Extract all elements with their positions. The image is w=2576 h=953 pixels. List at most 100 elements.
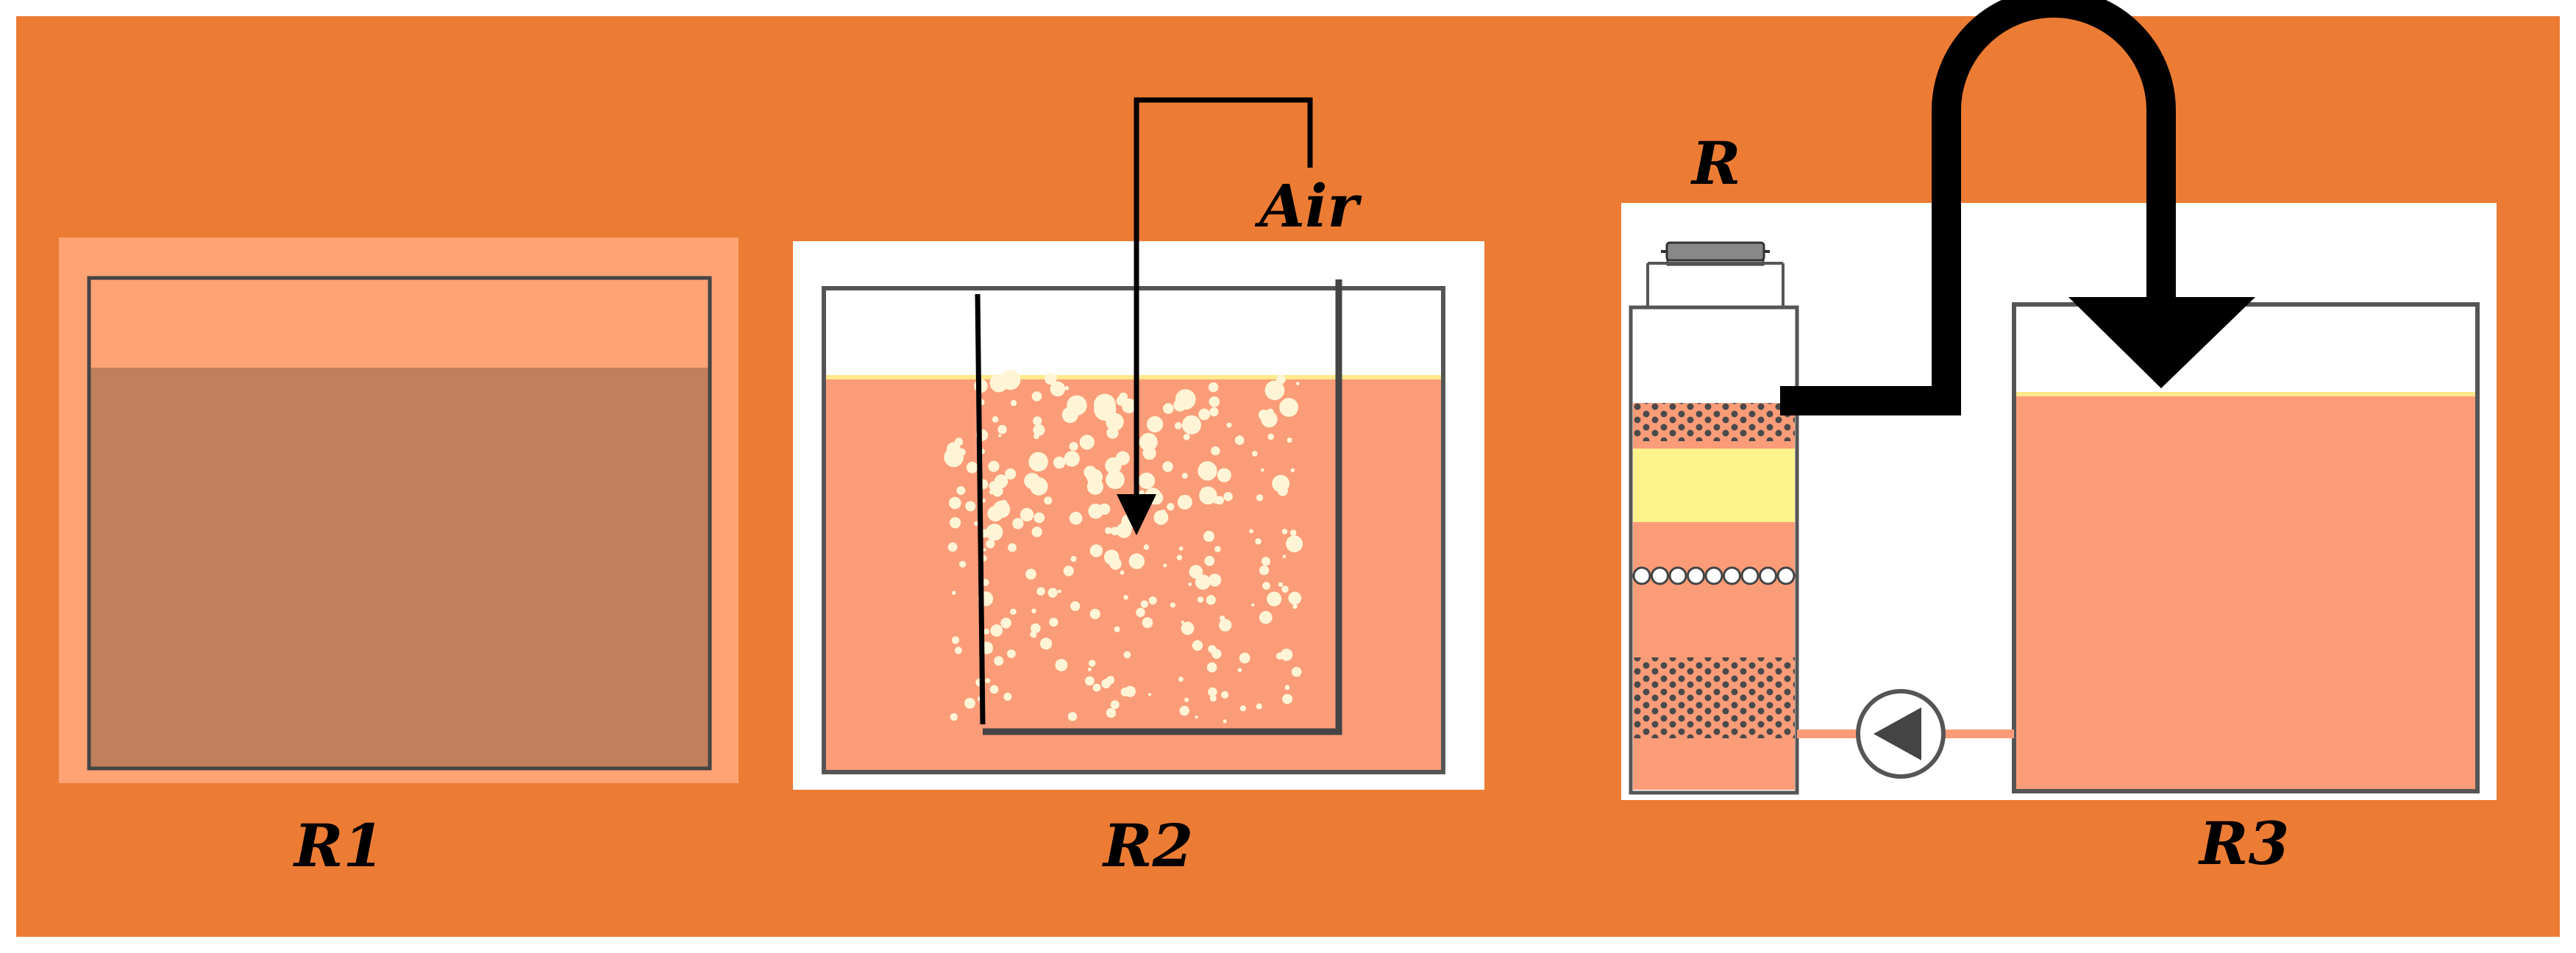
bubble (1170, 602, 1175, 608)
bubble (994, 656, 1004, 666)
bubble (1179, 705, 1189, 716)
bubble (1067, 712, 1078, 721)
filter-ball (1668, 566, 1687, 585)
bubble (1292, 604, 1298, 609)
bubble (1175, 389, 1196, 410)
bubble (1146, 476, 1153, 482)
bubble (1264, 559, 1270, 565)
bubble (1138, 472, 1156, 489)
filter-ball (1632, 566, 1651, 585)
bubble (1088, 660, 1096, 667)
r-label: R (1690, 129, 1740, 198)
bubble (1028, 512, 1032, 515)
bubble (1106, 426, 1119, 439)
r1-liquid (89, 368, 710, 768)
bubble (1178, 546, 1184, 551)
bubble (1197, 596, 1204, 603)
bubble (950, 517, 961, 529)
bubble (1063, 565, 1074, 577)
bubble (992, 416, 999, 423)
bubble (1206, 595, 1216, 605)
bubble (1219, 618, 1232, 632)
bubble (1183, 433, 1190, 440)
bubble (966, 461, 978, 474)
bubble (1189, 565, 1203, 579)
bubble (1252, 451, 1258, 457)
bubble (1199, 486, 1217, 504)
bubble (1203, 530, 1214, 542)
bubble (1085, 676, 1095, 686)
bubble (986, 539, 995, 549)
bubble (1223, 719, 1227, 724)
bubble (1101, 679, 1111, 689)
bubble (958, 448, 966, 457)
bubble (1058, 589, 1062, 593)
bubble (1117, 399, 1122, 404)
bubble (1047, 588, 1058, 598)
bubble (1069, 512, 1083, 525)
bubble (989, 685, 999, 694)
bubble (1093, 393, 1116, 416)
bubble (1209, 407, 1219, 417)
bubble (1055, 659, 1068, 671)
bubble (1264, 380, 1285, 401)
filter-cap-icon (1665, 241, 1765, 262)
r1-label: R1 (293, 811, 384, 880)
bubble (1195, 574, 1211, 590)
bubble (1176, 554, 1183, 560)
bubble (1209, 396, 1220, 407)
bubble (1033, 424, 1045, 436)
bubble (1010, 608, 1017, 615)
bubble (1003, 693, 1012, 701)
bubble (1105, 457, 1122, 474)
bubble (956, 486, 966, 496)
bubble (1124, 685, 1136, 697)
bubble (1049, 618, 1058, 627)
reactor-r3-system: R R3 (1621, 0, 2497, 878)
bubble (1256, 703, 1262, 710)
bubble (983, 628, 990, 635)
bubble (1092, 683, 1101, 692)
filter-column-r: R (1629, 129, 1799, 795)
bubble (1282, 693, 1292, 704)
bubble (1143, 544, 1150, 550)
bubble (1079, 435, 1095, 450)
bubble (1040, 638, 1053, 650)
bubble (1087, 667, 1092, 671)
bubble (1119, 526, 1131, 538)
bubble (1106, 707, 1117, 718)
bubble (1025, 568, 1036, 580)
bubble (1256, 494, 1264, 502)
bubble (1259, 610, 1273, 624)
bubble (1031, 608, 1036, 614)
bubble (1239, 705, 1247, 712)
bubble (1105, 527, 1112, 535)
bubble (1039, 590, 1044, 596)
bubble (1188, 582, 1192, 586)
air-bubbles (944, 369, 1303, 724)
bubble (1177, 494, 1192, 510)
bubble (1020, 507, 1034, 522)
bubble (1209, 694, 1217, 702)
bubble (1136, 607, 1145, 618)
bubble (1287, 438, 1292, 443)
bubble (1148, 693, 1152, 696)
bubble (1030, 477, 1048, 496)
bubble (1217, 468, 1231, 482)
bubble (1121, 398, 1136, 413)
bubble (1181, 473, 1188, 479)
bubble (1031, 391, 1042, 401)
bubble (1198, 408, 1211, 421)
bubble (1123, 651, 1131, 659)
bubble (1000, 618, 1011, 629)
bubble (1161, 509, 1166, 514)
bubble (1167, 503, 1175, 511)
bubble (1204, 555, 1215, 566)
bubble (1195, 715, 1198, 719)
bubble (1106, 413, 1124, 431)
bubble (1012, 518, 1024, 529)
bubble (1140, 600, 1149, 608)
r1-tank-outline (87, 276, 712, 771)
bubble (1267, 591, 1282, 607)
bubble (1220, 690, 1229, 699)
